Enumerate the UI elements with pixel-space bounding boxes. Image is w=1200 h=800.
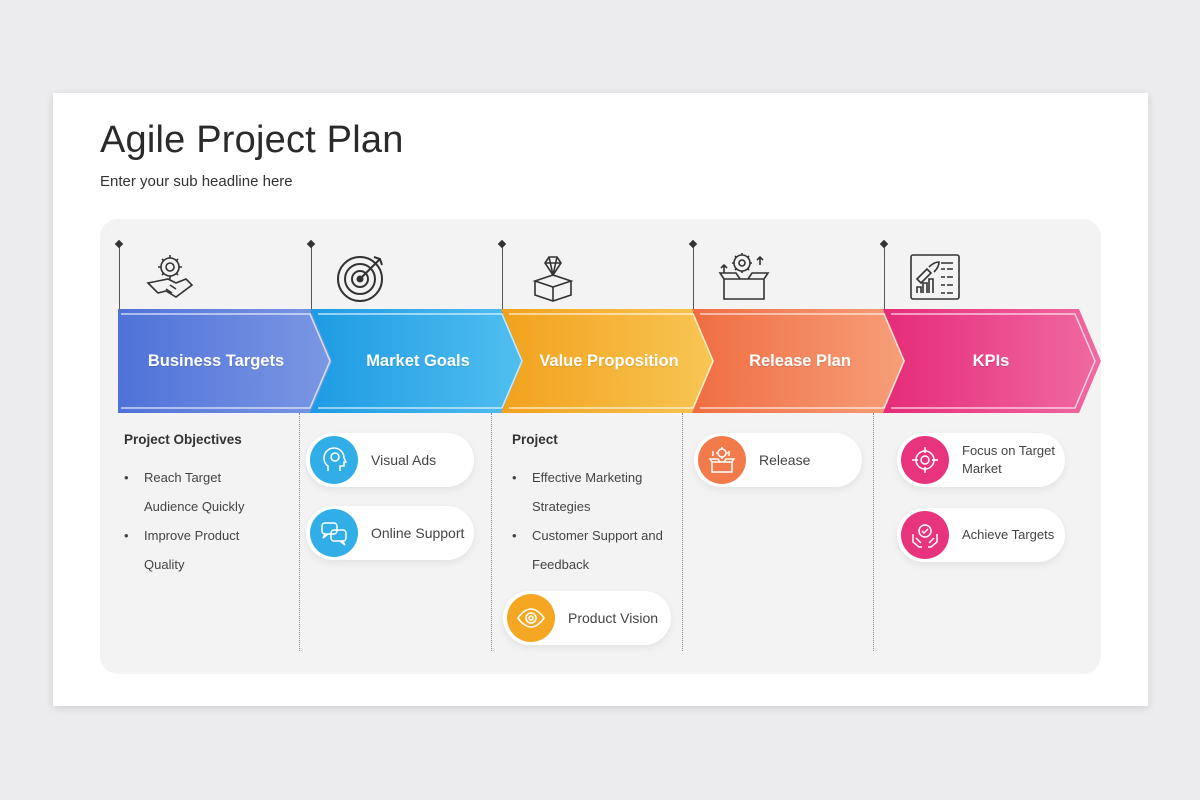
stage-release-plan: Release Plan Release bbox=[674, 219, 910, 674]
connector-line bbox=[119, 243, 120, 313]
list-item: Strategies bbox=[532, 499, 591, 514]
list-item: Audience Quickly bbox=[144, 499, 245, 514]
item-label: Release bbox=[759, 452, 811, 468]
stage-arrow-market-goals bbox=[310, 309, 528, 413]
stage-arrow-value-proposition bbox=[501, 309, 719, 413]
connector-line bbox=[884, 243, 885, 313]
value-heading: Project bbox=[512, 432, 558, 447]
column-divider bbox=[682, 413, 683, 651]
connector-dot bbox=[688, 239, 698, 249]
diamond-box-icon bbox=[532, 256, 574, 302]
stage-value-proposition: Value Proposition Project Effective Mark… bbox=[483, 219, 719, 674]
page-subtitle: Enter your sub headline here bbox=[100, 173, 293, 190]
list-item: Visual Ads bbox=[306, 433, 474, 487]
list-item: Online Support bbox=[306, 506, 474, 560]
column-divider bbox=[873, 413, 874, 651]
stage-label: Business Targets bbox=[147, 351, 285, 370]
connector-dot bbox=[306, 239, 316, 249]
process-panel: Business Targets Project Objectives Reac… bbox=[100, 219, 1101, 674]
item-label: Online Support bbox=[371, 525, 465, 541]
list-item: Feedback bbox=[532, 557, 590, 572]
item-label: Focus on Target Market bbox=[962, 443, 1055, 476]
list-item: Product Vision bbox=[503, 591, 671, 645]
stage-business-targets: Business Targets Project Objectives Reac… bbox=[100, 219, 336, 674]
objectives-list: Reach Target Audience Quickly Improve Pr… bbox=[124, 463, 244, 579]
connector-dot bbox=[879, 239, 889, 249]
stage-label: Release Plan bbox=[749, 351, 851, 370]
hands-badge-icon bbox=[912, 524, 938, 548]
item-label: Visual Ads bbox=[371, 452, 437, 468]
eye-icon bbox=[517, 608, 545, 628]
stage-kpis: KPIs Focus on Target Market Ach bbox=[865, 219, 1101, 674]
connector-line bbox=[502, 243, 503, 313]
list-item: Focus on Target Market bbox=[897, 433, 1065, 487]
item-label: Product Vision bbox=[568, 610, 659, 626]
stage-label: Market Goals bbox=[366, 351, 470, 370]
list-item: Customer Support and bbox=[512, 521, 663, 550]
stage-market-goals: Market Goals Visual Ads Online bbox=[292, 219, 528, 674]
connector-line bbox=[693, 243, 694, 313]
list-item: Release bbox=[694, 433, 862, 487]
handshake-gears-icon bbox=[146, 255, 194, 298]
head-idea-icon bbox=[323, 447, 348, 471]
rocket-dashboard-icon bbox=[910, 254, 960, 300]
connector-line bbox=[311, 243, 312, 313]
item-label: Achieve Targets bbox=[962, 527, 1055, 542]
column-divider bbox=[491, 413, 492, 651]
box-gear-icon bbox=[708, 447, 736, 473]
stage-arrow-kpis bbox=[883, 309, 1101, 413]
slide: Agile Project Plan Enter your sub headli… bbox=[53, 93, 1148, 706]
value-list: Effective Marketing Strategies Customer … bbox=[512, 463, 663, 579]
list-item: Achieve Targets bbox=[897, 508, 1065, 562]
connector-dot bbox=[497, 239, 507, 249]
list-item: Improve Product bbox=[124, 521, 244, 550]
list-item: Reach Target bbox=[124, 463, 244, 492]
stage-arrow-business-targets bbox=[118, 309, 336, 413]
page-title: Agile Project Plan bbox=[100, 119, 404, 161]
objectives-heading: Project Objectives bbox=[124, 432, 242, 447]
column-divider bbox=[299, 413, 300, 651]
chat-bubbles-icon bbox=[321, 522, 347, 546]
list-item: Quality bbox=[144, 557, 185, 572]
gear-box-icon bbox=[718, 253, 770, 300]
stage-label: Value Proposition bbox=[539, 351, 679, 370]
connector-dot bbox=[114, 239, 124, 249]
list-item: Effective Marketing bbox=[512, 463, 663, 492]
crosshair-target-icon bbox=[912, 447, 938, 473]
target-arrow-icon bbox=[337, 256, 383, 302]
stage-arrow-release-plan bbox=[692, 309, 910, 413]
stage-label: KPIs bbox=[972, 351, 1010, 370]
